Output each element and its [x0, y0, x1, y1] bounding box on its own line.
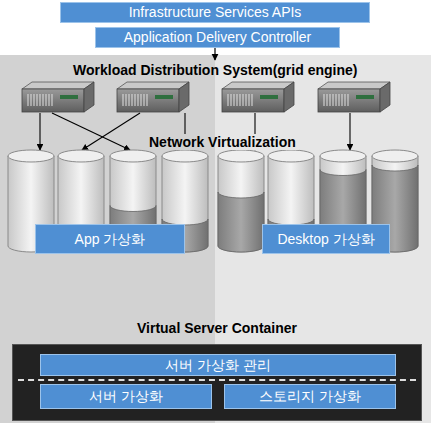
server-grill: [40, 94, 41, 106]
server-front: [117, 89, 179, 112]
server-led: [155, 95, 173, 99]
server-side: [380, 82, 390, 112]
server-grill: [327, 94, 328, 106]
server-side: [179, 82, 189, 112]
server-grill: [246, 94, 247, 106]
server-grill: [330, 94, 331, 106]
cylinder-top: [320, 150, 366, 162]
down-arrow: [214, 48, 215, 60]
flow-arrow: [349, 113, 350, 150]
cylinder-top: [218, 150, 264, 162]
box-label: Infrastructure Services APIs: [129, 4, 302, 20]
server-grill: [28, 94, 29, 106]
virtualization-box: 스토리지 가상화: [224, 384, 396, 409]
cylinder-top: [58, 150, 104, 162]
server-grill: [348, 94, 349, 106]
flow-arrow: [39, 113, 40, 150]
server-container: Virtual Server Container 서버 가상화 관리서버 가상화 스…: [12, 320, 422, 421]
server-grill: [126, 94, 127, 106]
cylinder-top: [372, 150, 418, 162]
rack-divider: [18, 379, 416, 381]
virtualization-box: 서버 가상화: [40, 384, 212, 409]
controller-bar: Application Delivery Controller: [95, 27, 340, 48]
virtualization-box: Desktop 가상화: [262, 224, 390, 254]
box-label: Application Delivery Controller: [124, 29, 312, 45]
server-grill: [135, 94, 136, 106]
server-grill: [123, 94, 124, 106]
server-grill: [234, 94, 235, 106]
server-grill: [336, 94, 337, 106]
container-heading: Virtual Server Container: [12, 320, 422, 336]
api-bar: Infrastructure Services APIs: [60, 2, 370, 23]
server-grill: [228, 94, 229, 106]
server-grill: [37, 94, 38, 106]
server-side: [84, 82, 94, 112]
server-grill: [339, 94, 340, 106]
server-grill: [345, 94, 346, 106]
server-grill: [46, 94, 47, 106]
server-led: [60, 95, 78, 99]
box-label: 서버 가상화 관리: [165, 357, 271, 373]
cylinder-fill: [218, 192, 264, 252]
management-bar: 서버 가상화 관리: [40, 354, 396, 376]
server-grill: [144, 94, 145, 106]
network-label: Network Virtualization: [146, 134, 299, 150]
server-grill: [52, 94, 53, 106]
server-grill: [34, 94, 35, 106]
cylinder-top: [268, 150, 314, 162]
server-grill: [237, 94, 238, 106]
server-grill: [252, 94, 253, 106]
storage-cylinder: [218, 156, 264, 252]
server-top: [318, 82, 390, 89]
server-grill: [240, 94, 241, 106]
server-top: [222, 82, 294, 89]
server-grill: [49, 94, 50, 106]
flow-arrow: [82, 113, 140, 150]
server-grill: [243, 94, 244, 106]
server-grill: [31, 94, 32, 106]
server-top: [22, 82, 94, 89]
cylinder-top: [162, 150, 208, 162]
server-led: [260, 95, 278, 99]
server-top: [117, 82, 189, 89]
server-grill: [132, 94, 133, 106]
server-grill: [324, 94, 325, 106]
box-label: App 가상화: [75, 231, 146, 247]
server-grill: [147, 94, 148, 106]
box-label: 서버 가상화: [89, 388, 163, 404]
server-front: [318, 89, 380, 112]
server-grill: [141, 94, 142, 106]
server-grill: [129, 94, 130, 106]
server-led: [356, 95, 374, 99]
cylinder-top: [110, 150, 156, 162]
server-grill: [43, 94, 44, 106]
system-label: Workload Distribution System(grid engine…: [73, 62, 357, 78]
server-side: [284, 82, 294, 112]
cylinder-top: [8, 150, 54, 162]
virtualization-box: App 가상화: [35, 224, 185, 254]
server-grill: [249, 94, 250, 106]
server-grill: [231, 94, 232, 106]
server-front: [22, 89, 84, 112]
server-grill: [138, 94, 139, 106]
box-label: 스토리지 가상화: [259, 388, 361, 404]
server-grill: [342, 94, 343, 106]
server-front: [222, 89, 284, 112]
server-grill: [333, 94, 334, 106]
box-label: Desktop 가상화: [277, 231, 374, 247]
